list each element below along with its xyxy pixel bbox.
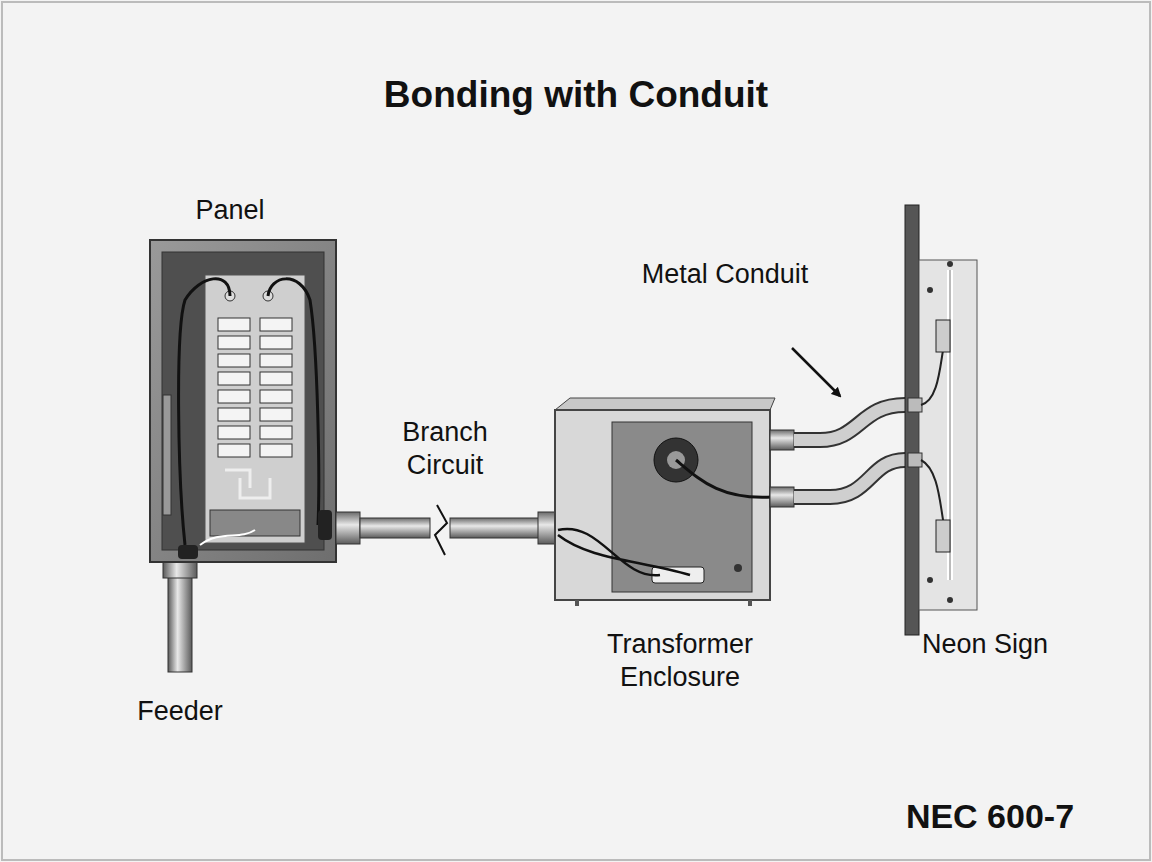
part-label: Neon Sign (920, 628, 1050, 661)
part-label: Branch Circuit (370, 416, 520, 482)
part-label: Panel (160, 194, 300, 227)
part-label: Transformer Enclosure (570, 628, 790, 694)
breaker (218, 408, 250, 421)
breaker (260, 444, 292, 457)
breaker (218, 336, 250, 349)
code-reference: NEC 600-7 (860, 796, 1120, 837)
breaker (260, 354, 292, 367)
breaker (218, 426, 250, 439)
metal-conduit (792, 348, 905, 497)
breaker (218, 318, 250, 331)
breaker (260, 426, 292, 439)
branch-conduit (336, 505, 558, 555)
transformer-enclosure (555, 398, 794, 606)
breaker (260, 318, 292, 331)
breaker (218, 444, 250, 457)
breaker (260, 390, 292, 403)
callout-label: Metal Conduit (640, 258, 810, 291)
panel (150, 240, 336, 562)
part-label: Feeder (90, 695, 270, 728)
leader-line (792, 348, 840, 396)
neon-sign (905, 205, 977, 635)
breaker (260, 372, 292, 385)
breaker (218, 372, 250, 385)
breaker (260, 408, 292, 421)
diagram-title: Bonding with Conduit (176, 72, 976, 117)
breaker (260, 336, 292, 349)
breaker (218, 390, 250, 403)
breaker (218, 354, 250, 367)
